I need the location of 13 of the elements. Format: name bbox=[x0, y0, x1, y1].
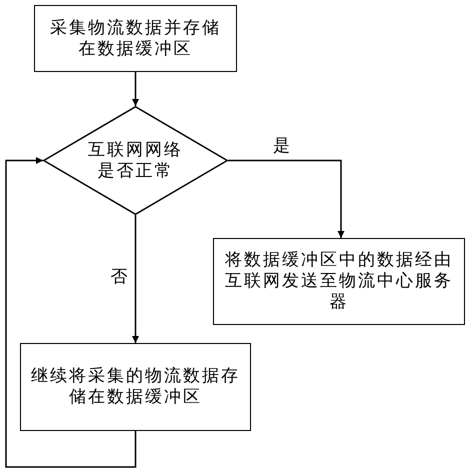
node-text: 继续将采集的物流数据存储在数据缓冲区 bbox=[30, 366, 241, 408]
process-box bbox=[20, 343, 251, 431]
node-text: 采集物流数据并存储在数据缓冲区 bbox=[49, 18, 222, 60]
arrow bbox=[228, 160, 344, 238]
node-text: 将数据缓冲区中的数据经由互联网发送至物流中心服务器 bbox=[224, 250, 454, 313]
edge-label: 否 bbox=[110, 267, 128, 287]
edge-label: 是 bbox=[272, 136, 291, 156]
arrow bbox=[132, 215, 139, 343]
arrow bbox=[132, 72, 139, 106]
arrow bbox=[5, 157, 136, 468]
process-box bbox=[213, 238, 465, 325]
decision-diamond bbox=[43, 106, 228, 215]
process-box bbox=[34, 5, 237, 72]
